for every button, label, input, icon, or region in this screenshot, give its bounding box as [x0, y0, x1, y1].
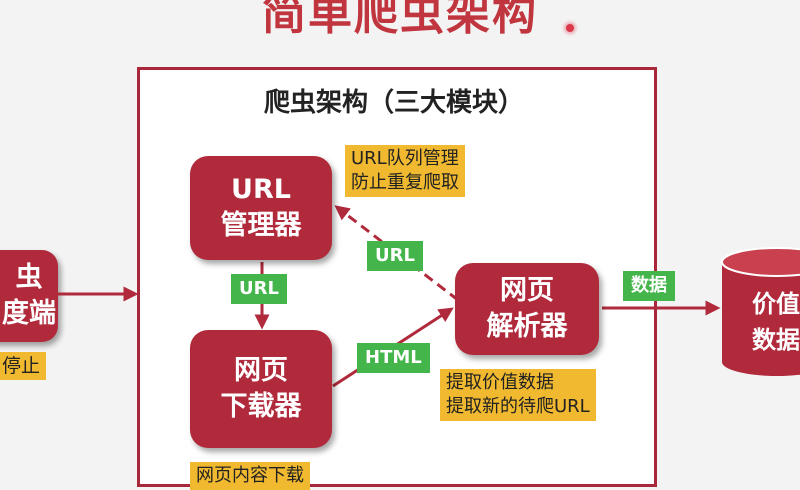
- url-manager-line1: URL: [231, 174, 291, 205]
- data-store-line1: 价值: [752, 290, 800, 318]
- downloader-note: 网页内容下载: [190, 462, 310, 490]
- edge-label-parser-manager: URL: [367, 241, 423, 271]
- parser-line1: 网页: [500, 275, 554, 306]
- url-manager-note-line1: URL队列管理: [351, 148, 459, 169]
- url-manager-note-line2: 防止重复爬取: [351, 172, 459, 193]
- downloader-line1: 网页: [234, 355, 288, 386]
- arrow-parser-to-manager: [334, 205, 459, 302]
- data-store-cylinder: [721, 247, 800, 376]
- url-manager-node: URL 管理器: [190, 156, 332, 260]
- parser-note: 提取价值数据 提取新的待爬URL: [440, 369, 596, 421]
- scheduler-node: 虫 度端: [0, 250, 58, 342]
- scheduler-note: 停止: [0, 352, 47, 380]
- edge-label-manager-downloader: URL: [231, 274, 287, 304]
- parser-note-line1: 提取价值数据: [446, 372, 554, 393]
- data-store-label: 价值 数据: [752, 286, 800, 358]
- edge-label-parser-data: 数据: [623, 271, 675, 301]
- data-store-line2: 数据: [752, 326, 800, 354]
- frame-title: 爬虫架构（三大模块）: [0, 82, 800, 119]
- url-manager-line2: 管理器: [220, 210, 302, 241]
- pointer-dot: [566, 24, 574, 32]
- scheduler-node-line2: 度端: [2, 298, 56, 329]
- edge-label-downloader-parser: HTML: [357, 343, 430, 373]
- frame-title-text: 爬虫架构（三大模块）: [263, 88, 524, 118]
- arrows-layer: [58, 205, 800, 388]
- parser-line2: 解析器: [486, 311, 568, 342]
- downloader-node: 网页 下载器: [190, 330, 332, 448]
- url-manager-note: URL队列管理 防止重复爬取: [345, 145, 465, 197]
- page-title: 简单爬虫架构: [262, 0, 538, 40]
- scheduler-node-line1: 虫: [15, 262, 43, 293]
- parser-note-line2: 提取新的待爬URL: [446, 396, 590, 417]
- parser-node: 网页 解析器: [455, 263, 599, 355]
- downloader-line2: 下载器: [220, 391, 302, 422]
